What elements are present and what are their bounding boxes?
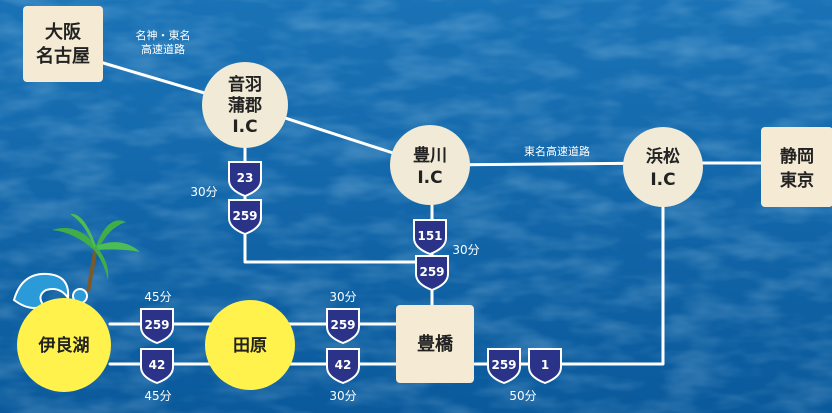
place-irago: 伊良湖 xyxy=(17,298,111,392)
time-toyohashi-hamamatsu: 50分 xyxy=(509,389,536,403)
route-shield-259-e-label: 259 xyxy=(491,358,516,372)
route-shield-259-c: 259 xyxy=(140,308,174,345)
place-toyokawa-line2: I.C xyxy=(417,168,442,188)
place-osaka-nagoya: 大阪 名古屋 xyxy=(23,6,103,82)
palm-tree-icon xyxy=(52,213,140,293)
route-shield-42-c: 42 xyxy=(140,348,174,385)
time-tahara-toyohashi-lower: 30分 xyxy=(329,389,356,403)
expressway-tomei-label: 東名高速道路 xyxy=(524,144,590,158)
place-toyokawa-line1: 豊川 xyxy=(413,145,447,166)
route-shield-259-a: 259 xyxy=(228,199,262,236)
place-hamamatsu-ic: 浜松 I.C xyxy=(623,127,703,207)
place-hamamatsu-line1: 浜松 xyxy=(646,146,680,167)
place-shizuoka-tokyo-line2: 東京 xyxy=(780,170,814,191)
road-otowa-toyohashi xyxy=(243,103,434,264)
place-shizuoka-tokyo: 静岡 東京 xyxy=(761,127,832,207)
place-shizuoka-tokyo-line1: 静岡 xyxy=(780,146,814,167)
time-irago-tahara-upper: 45分 xyxy=(144,290,171,304)
place-irago-label: 伊良湖 xyxy=(38,335,90,356)
time-toyokawa-toyohashi: 30分 xyxy=(452,243,479,257)
route-shield-151-label: 151 xyxy=(417,229,442,243)
time-otowa-toyohashi: 30分 xyxy=(190,185,217,199)
time-tahara-toyohashi-upper: 30分 xyxy=(329,290,356,304)
place-toyohashi: 豊橋 xyxy=(396,305,474,383)
route-shield-259-b: 259 xyxy=(415,255,449,292)
route-shield-259-d: 259 xyxy=(326,308,360,345)
place-toyohashi-label: 豊橋 xyxy=(417,333,454,355)
route-shield-1-label: 1 xyxy=(541,358,549,372)
route-shield-23: 23 xyxy=(228,161,262,198)
route-shield-259-e: 259 xyxy=(487,348,521,385)
route-shield-259-b-label: 259 xyxy=(419,265,444,279)
place-otowa-gamagori-line3: I.C xyxy=(232,117,257,137)
place-osaka-nagoya-line2: 名古屋 xyxy=(36,45,90,67)
place-tahara: 田原 xyxy=(205,300,295,390)
expressway-meishin-tomei-line2: 高速道路 xyxy=(141,42,185,56)
place-osaka-nagoya-line1: 大阪 xyxy=(45,21,82,43)
route-shield-259-c-label: 259 xyxy=(144,318,169,332)
route-shield-259-d-label: 259 xyxy=(330,318,355,332)
route-shield-42-d: 42 xyxy=(326,348,360,385)
route-shield-151: 151 xyxy=(413,219,447,256)
route-shield-259-a-label: 259 xyxy=(232,209,257,223)
expressway-meishin-tomei-line1: 名神・東名 xyxy=(136,28,191,42)
place-tahara-label: 田原 xyxy=(233,336,267,356)
place-toyokawa-ic: 豊川 I.C xyxy=(390,125,470,205)
time-irago-tahara-lower: 45分 xyxy=(144,389,171,403)
route-shield-42-c-label: 42 xyxy=(149,358,166,372)
route-shield-42-d-label: 42 xyxy=(335,358,352,372)
route-shield-23-label: 23 xyxy=(237,171,254,185)
place-otowa-gamagori-line1: 音羽 xyxy=(228,74,262,95)
route-shield-1: 1 xyxy=(528,348,562,385)
place-hamamatsu-line2: I.C xyxy=(650,170,675,190)
place-otowa-gamagori-line2: 蒲郡 xyxy=(228,96,262,116)
place-otowa-gamagori-ic: 音羽 蒲郡 I.C xyxy=(202,62,288,148)
